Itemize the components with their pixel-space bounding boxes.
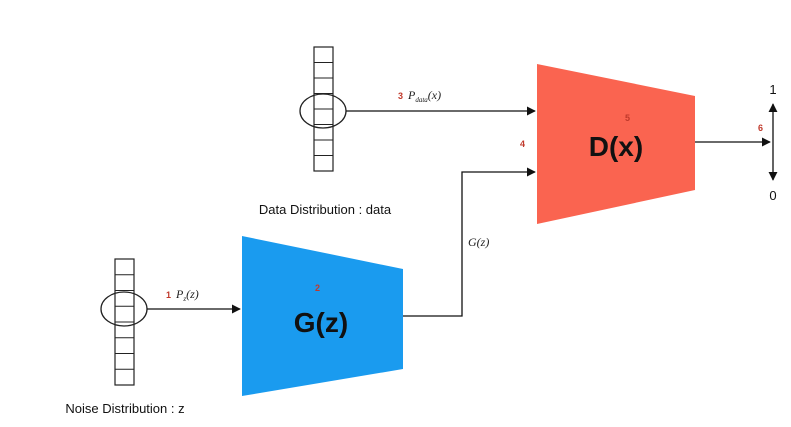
gz-edge-label: G(z) bbox=[468, 235, 489, 249]
step-1-label: 1 bbox=[166, 290, 171, 300]
generator-label: G(z) bbox=[294, 307, 348, 338]
discriminator-block bbox=[537, 64, 695, 224]
step-6-label: 6 bbox=[758, 123, 763, 133]
step-3-label: 3 bbox=[398, 91, 403, 101]
noise-distribution-label: Noise Distribution : z bbox=[65, 401, 184, 416]
step-5-label: 5 bbox=[625, 113, 630, 123]
step-2-label: 2 bbox=[315, 283, 320, 293]
pdata-label: Pdata(x) bbox=[407, 88, 441, 104]
data-vector bbox=[299, 46, 347, 172]
pz-label: Pz(z) bbox=[175, 287, 199, 303]
step-4-label: 4 bbox=[520, 139, 525, 149]
generator-to-discriminator-arrow bbox=[403, 167, 536, 317]
generator-block bbox=[242, 236, 403, 396]
output-real-label: 1 bbox=[769, 82, 776, 97]
output-fake-label: 0 bbox=[769, 188, 776, 203]
noise-vector bbox=[100, 258, 148, 386]
data-distribution-label: Data Distribution : data bbox=[259, 202, 392, 217]
discriminator-label: D(x) bbox=[589, 131, 643, 162]
